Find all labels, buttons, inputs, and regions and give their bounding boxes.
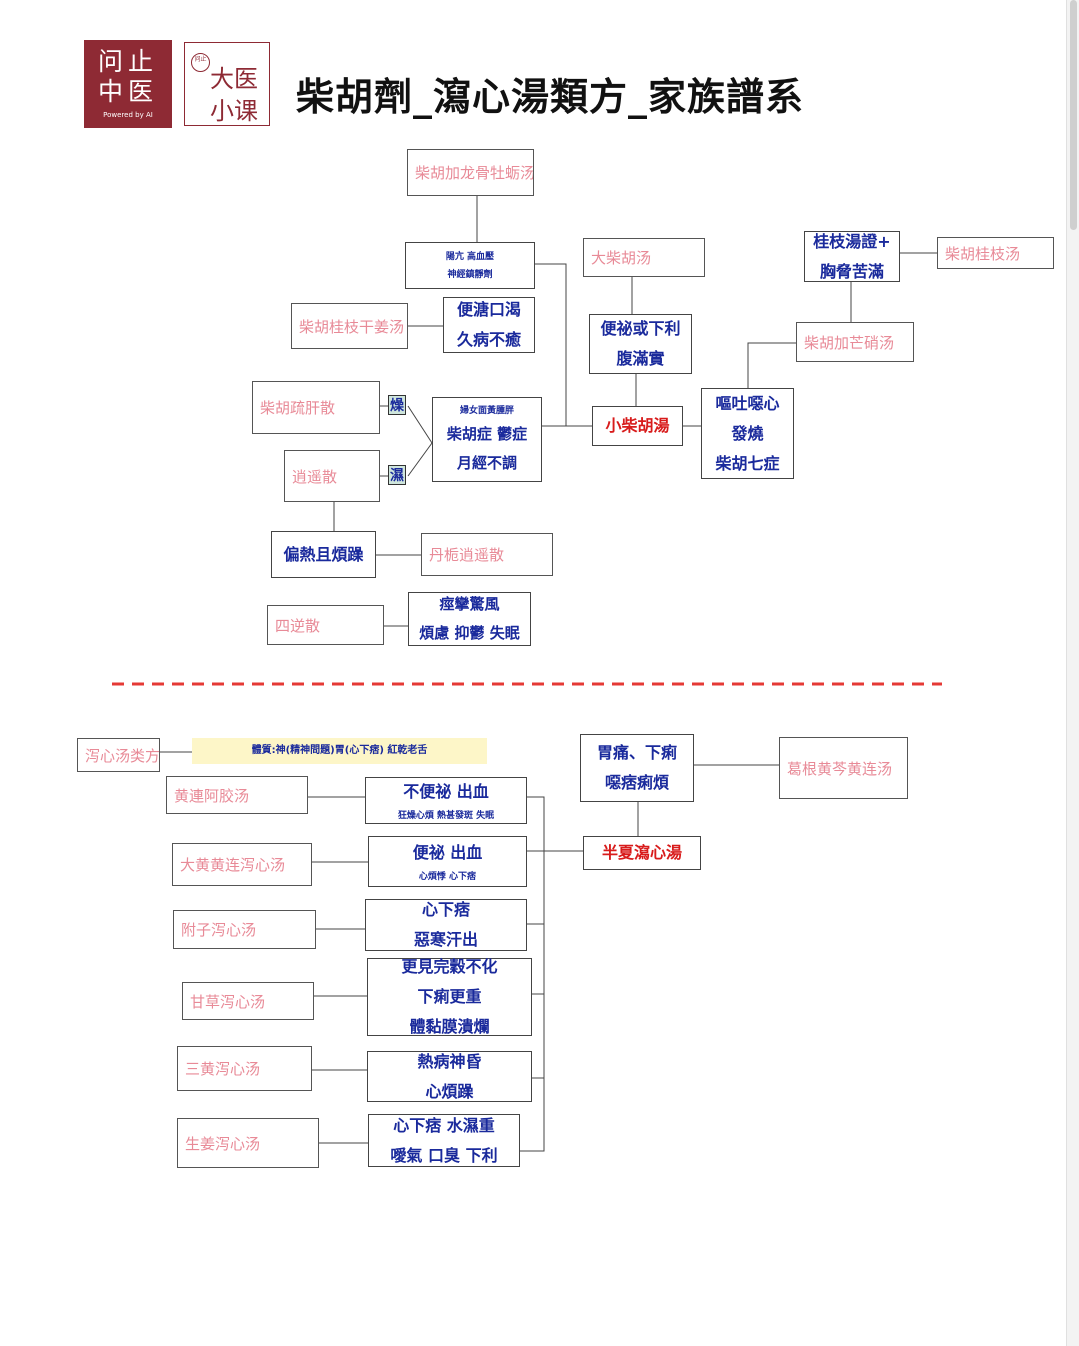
tizhi-note: 體質:神(精神問題)胃(心下痞) 紅乾老舌	[192, 738, 487, 764]
node-sanhuang-xiexin: 三黄泻心汤	[177, 1046, 312, 1091]
node-line: 桂枝湯證+	[813, 231, 891, 251]
logo-text: 中医	[97, 77, 158, 106]
node-row-3: 更見完穀不化 下痢更重 體黏膜潰爛	[367, 957, 532, 1036]
node-row-5: 心下痞 水濕重 噯氣 口臭 下利	[368, 1114, 520, 1167]
node-huanglian-ejiao: 黄連阿胶汤	[166, 776, 308, 814]
node-jiamangxiao: 柴胡加芒硝汤	[796, 322, 914, 362]
node-jingluan: 痙攣驚風 煩慮 抑鬱 失眠	[408, 592, 531, 646]
node-line: 噯氣 口臭 下利	[390, 1145, 498, 1165]
connector	[520, 796, 545, 1152]
connector	[747, 342, 796, 388]
node-xiaoyao: 逍遥散	[284, 450, 380, 502]
dayi-xiaoke-logo: 问止 大医 小课	[184, 42, 270, 126]
node-line: 心煩躁	[425, 1081, 474, 1101]
node-outu: 嘔吐噁心 發燒 柴胡七症	[701, 388, 794, 479]
node-row-4: 熱病神昏 心煩躁	[367, 1051, 532, 1102]
logo-text: 大医	[210, 65, 258, 93]
node-line: 便溏口渴	[456, 300, 521, 319]
node-pianre: 偏熱且煩躁	[271, 531, 376, 578]
node-funv: 婦女面黃腫胖 柴胡症 鬱症 月經不調	[432, 397, 542, 482]
node-line: 心煩悸 心下痞	[418, 871, 477, 882]
connector	[407, 442, 433, 477]
node-danzhi: 丹栀逍遥散	[421, 533, 553, 576]
node-line: 心下痞	[421, 900, 470, 919]
node-line: 嘔吐噁心	[715, 393, 780, 413]
wenzhi-logo: 问止 中医 Powered by AI	[84, 40, 172, 128]
node-line: 腹滿實	[616, 349, 665, 368]
node-line: 狂燥心煩 熱甚發斑 失眠	[397, 810, 495, 821]
node-bianyou: 便溏口渴 久病不癒	[443, 297, 535, 353]
node-sini: 四逆散	[267, 605, 384, 645]
node-shengjiang-xiexin: 生姜泻心汤	[177, 1118, 319, 1168]
node-line: 體黏膜潰爛	[409, 1017, 490, 1036]
node-line: 便祕或下利	[600, 319, 681, 338]
node-bianmi: 便祕或下利 腹滿實	[589, 314, 692, 374]
connector	[535, 263, 567, 426]
node-line: 惡寒汗出	[413, 930, 478, 949]
node-dahuang-huanglian: 大黄黄连泻心汤	[172, 843, 312, 886]
node-dachaihu: 大柴胡汤	[583, 238, 705, 277]
node-line: 月經不調	[456, 453, 517, 472]
tag-zao: 燥	[388, 395, 406, 415]
node-yangkang: 陽亢 高血壓 神經鎮靜劑	[405, 242, 535, 289]
node-gegen: 葛根黄芩黄连汤	[779, 737, 908, 799]
logo-powered: Powered by AI	[103, 111, 153, 119]
node-line: 痙攣驚風	[439, 595, 500, 613]
node-guizhizheng: 桂枝湯證+ 胸脅苦滿	[804, 231, 900, 282]
connector	[407, 405, 433, 444]
node-row-2: 心下痞 惡寒汗出	[365, 899, 527, 951]
node-line: 噁痞痢煩	[604, 773, 669, 792]
scrollbar-thumb[interactable]	[1070, 0, 1077, 230]
node-line: 胸脅苦滿	[819, 261, 884, 281]
node-gancao-xiexin: 甘草泻心汤	[182, 982, 314, 1020]
node-line: 發燒	[731, 423, 764, 443]
node-line: 婦女面黃腫胖	[459, 405, 514, 416]
node-row-0: 不便祕 出血 狂燥心煩 熱甚發斑 失眠	[365, 777, 527, 824]
node-line: 胃痛、下痢	[596, 743, 677, 762]
node-line: 熱病神昏	[417, 1051, 482, 1071]
logo-text: 小课	[210, 97, 258, 125]
seal-icon: 问止	[191, 53, 210, 72]
node-line: 更見完穀不化	[401, 957, 498, 976]
node-fuzi-xiexin: 附子泻心汤	[173, 910, 316, 949]
node-line: 柴胡症 鬱症	[446, 424, 528, 443]
node-xiexin-group: 泻心汤类方	[77, 738, 160, 772]
node-guizhiganjiang: 柴胡桂枝干姜汤	[291, 303, 408, 349]
node-line: 煩慮 抑鬱 失眠	[419, 624, 520, 642]
node-weitong: 胃痛、下痢 噁痞痢煩	[580, 734, 694, 802]
node-xiaochaihu: 小柴胡湯	[592, 406, 683, 446]
node-shugan: 柴胡疏肝散	[252, 381, 380, 434]
logo-text: 问止	[97, 47, 158, 76]
node-line: 不便祕 出血	[403, 781, 489, 801]
scrollbar[interactable]	[1066, 0, 1079, 1346]
node-line: 柴胡七症	[715, 453, 780, 473]
tag-shi: 濕	[388, 465, 406, 485]
node-line: 下痢更重	[417, 987, 482, 1006]
node-line: 久病不癒	[456, 330, 521, 349]
node-line: 心下痞 水濕重	[393, 1115, 495, 1135]
node-banxia-xiexin: 半夏瀉心湯	[583, 836, 701, 870]
node-jialonggu: 柴胡加龙骨牡蛎汤	[407, 149, 534, 196]
node-line: 神經鎮靜劑	[447, 269, 493, 280]
node-chaihuguizhi: 柴胡桂枝汤	[937, 237, 1054, 269]
page-title: 柴胡劑_瀉心湯類方_家族譜系	[296, 74, 805, 119]
node-line: 便祕 出血	[412, 842, 483, 862]
node-line: 陽亢 高血壓	[445, 251, 495, 262]
node-row-1: 便祕 出血 心煩悸 心下痞	[368, 836, 527, 887]
